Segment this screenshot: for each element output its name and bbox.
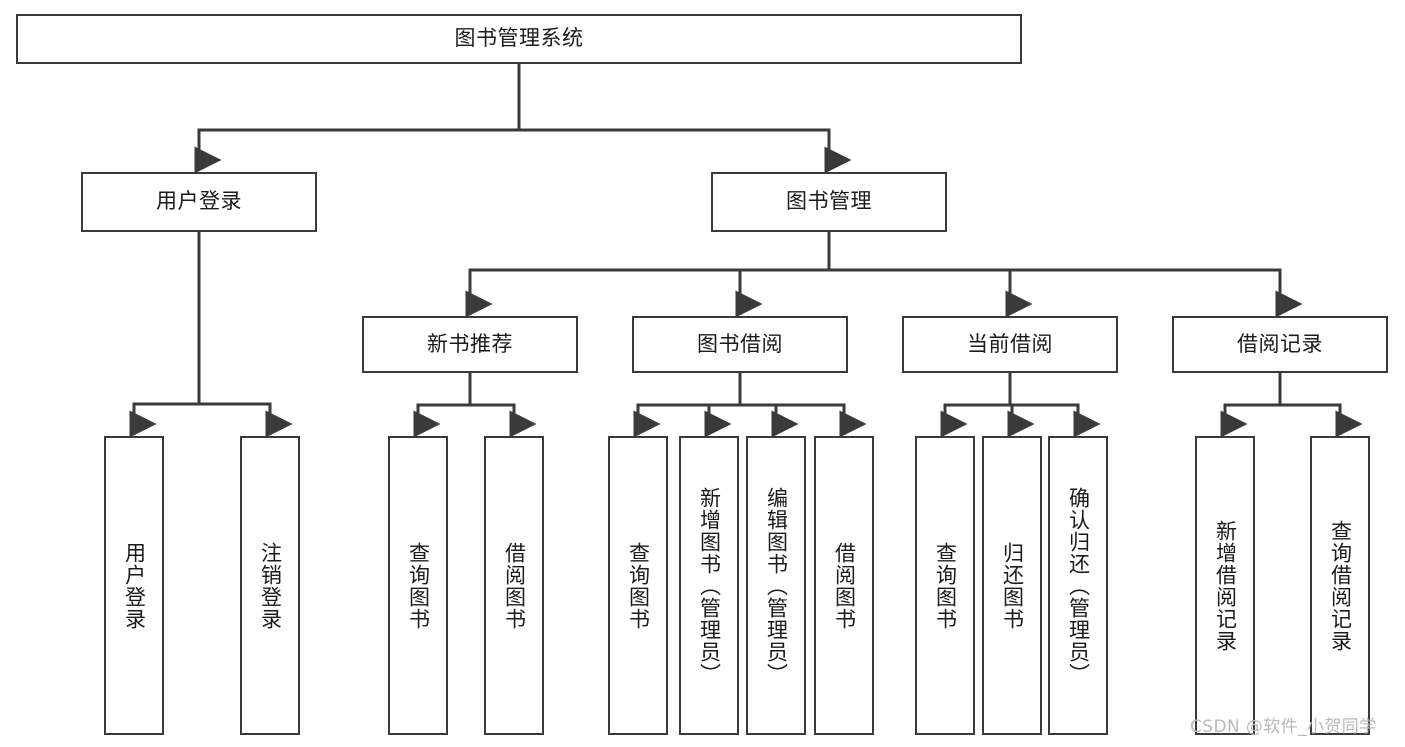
leaf-edit-book[interactable]: 编辑图书（管理员） — [746, 436, 806, 735]
node-book-borrow[interactable]: 图书借阅 — [632, 316, 848, 373]
leaf-query-record-label: 查询借阅记录 — [1328, 519, 1353, 652]
node-borrow-record-label: 借阅记录 — [1237, 331, 1323, 356]
node-root[interactable]: 图书管理系统 — [16, 14, 1022, 64]
leaf-query-book-1[interactable]: 查询图书 — [388, 436, 448, 735]
node-book-borrow-label: 图书借阅 — [697, 331, 783, 356]
node-book-manage[interactable]: 图书管理 — [711, 172, 947, 232]
leaf-query-book-2[interactable]: 查询图书 — [608, 436, 668, 735]
leaf-confirm-return-label: 确认归还（管理员） — [1066, 486, 1091, 685]
leaf-user-login-label: 用户登录 — [122, 541, 147, 630]
leaf-query-book-3-label: 查询图书 — [933, 541, 958, 630]
leaf-return-book[interactable]: 归还图书 — [982, 436, 1042, 735]
node-new-book-rec[interactable]: 新书推荐 — [362, 316, 578, 373]
node-user-login-label: 用户登录 — [156, 189, 242, 214]
leaf-add-book[interactable]: 新增图书（管理员） — [679, 436, 739, 735]
leaf-add-record-label: 新增借阅记录 — [1213, 519, 1238, 652]
node-current-borrow[interactable]: 当前借阅 — [902, 316, 1118, 373]
leaf-user-login[interactable]: 用户登录 — [104, 436, 164, 735]
node-borrow-record[interactable]: 借阅记录 — [1172, 316, 1388, 373]
node-book-manage-label: 图书管理 — [786, 189, 872, 214]
leaf-logout[interactable]: 注销登录 — [240, 436, 300, 735]
leaf-edit-book-label: 编辑图书（管理员） — [764, 486, 789, 685]
node-user-login[interactable]: 用户登录 — [81, 172, 317, 232]
node-new-book-rec-label: 新书推荐 — [427, 331, 513, 356]
leaf-query-record[interactable]: 查询借阅记录 — [1310, 436, 1370, 735]
leaf-add-record[interactable]: 新增借阅记录 — [1195, 436, 1255, 735]
leaf-query-book-2-label: 查询图书 — [626, 541, 651, 630]
leaf-add-book-label: 新增图书（管理员） — [697, 486, 722, 685]
leaf-query-book-3[interactable]: 查询图书 — [915, 436, 975, 735]
leaf-borrow-book-2[interactable]: 借阅图书 — [814, 436, 874, 735]
node-current-borrow-label: 当前借阅 — [967, 331, 1053, 356]
leaf-return-book-label: 归还图书 — [1000, 541, 1025, 630]
leaf-confirm-return[interactable]: 确认归还（管理员） — [1048, 436, 1108, 735]
leaf-borrow-book-1[interactable]: 借阅图书 — [484, 436, 544, 735]
node-root-label: 图书管理系统 — [454, 26, 584, 51]
leaf-logout-label: 注销登录 — [258, 541, 283, 630]
csdn-watermark: CSDN @软件_小贺同学 — [1190, 717, 1377, 737]
leaf-borrow-book-1-label: 借阅图书 — [502, 541, 527, 630]
leaf-borrow-book-2-label: 借阅图书 — [832, 541, 857, 630]
leaf-query-book-1-label: 查询图书 — [406, 541, 431, 630]
